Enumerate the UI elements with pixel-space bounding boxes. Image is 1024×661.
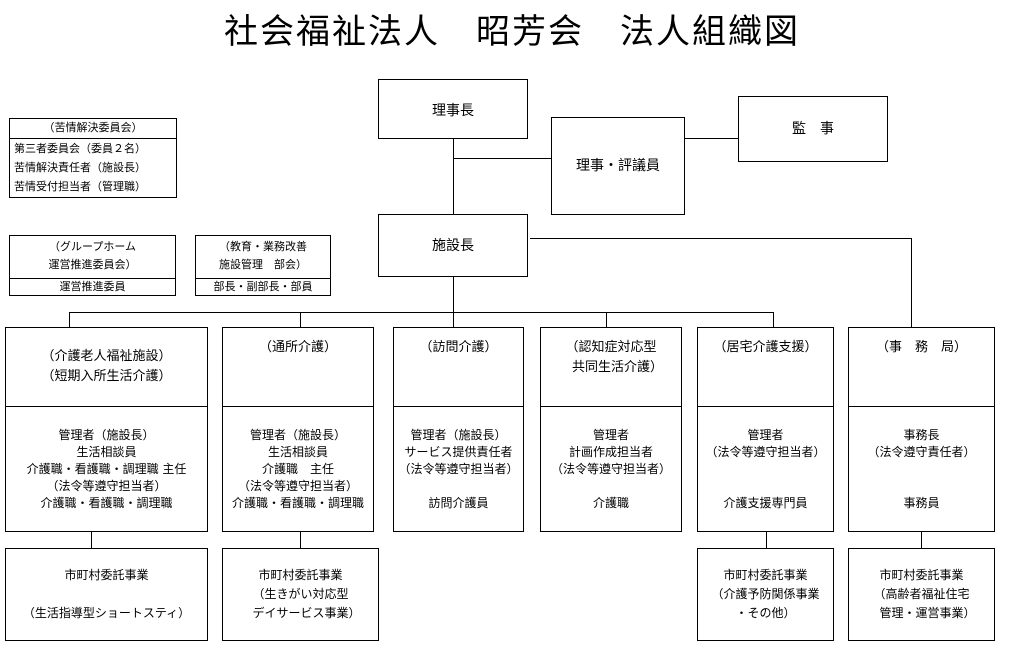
connector-drop-2 [300,312,301,328]
division-title: （居宅介護支援） [713,340,818,355]
complaints-committee-item: 苦情解決責任者（施設長） [14,161,146,174]
division-box-care-support: （居宅介護支援） 管理者 （法令等遵守担当者） 介護支援専門員 [697,327,834,532]
connector-commission-6 [921,531,922,548]
page-title: 社会福祉法人 昭芳会 法人組織図 [224,12,800,52]
division-title: （事 務 局） [875,340,967,355]
division-box-nursing-home: （介護老人福祉施設） （短期入所生活介護） 管理者（施設長） 生活相談員 介護職… [5,327,208,532]
division-box-dementia-care: （認知症対応型 共同生活介護） 管理者 計画作成担当者 （法令等遵守担当者） 介… [540,327,682,532]
division-staff: 管理者 計画作成担当者 （法令等遵守担当者） 介護職 [550,427,671,510]
connector-drop-4 [606,312,607,328]
commission-label: 市町村委託事業 （生活指導型ショートスティ） [22,568,191,620]
commission-box-care-support: 市町村委託事業 （介護予防関係事業 ・その他） [697,548,834,641]
grouphome-committee-box: （グループホーム 運営推進委員会） 運営推進委員 [9,235,176,296]
facility-director-box: 施設長 [378,214,528,277]
division-title: （介護老人福祉施設） （短期入所生活介護） [41,349,172,384]
directors-label: 理事・評議員 [576,158,660,174]
division-title: （通所介護） [258,340,337,355]
connector-commission-5 [766,531,767,548]
connector-commission-2 [300,531,301,548]
commission-label: 市町村委託事業 （介護予防関係事業 ・その他） [711,568,820,620]
complaints-committee-item: 第三者委員会（委員２名） [14,142,146,155]
connector-drop-3 [453,312,454,328]
division-staff: 事務長 （法令遵守責任者） 事務員 [867,427,976,510]
auditor-box: 監 事 [738,96,888,162]
connector-commission-1 [91,531,92,548]
division-staff: 管理者（施設長） サービス提供責任者 （法令等遵守担当者） 訪問介護員 [398,427,519,510]
connector-to-secretariat [530,238,911,239]
chairman-box: 理事長 [378,79,528,139]
division-staff: 管理者（施設長） 生活相談員 介護職・看護職・調理職 主任 （法令等遵守担当者）… [26,427,187,510]
connector-directors-auditor [684,138,738,139]
division-box-secretariat: （事 務 局） 事務長 （法令遵守責任者） 事務員 [848,327,995,532]
connector-to-directors [453,158,551,159]
division-staff: 管理者（施設長） 生活相談員 介護職 主任 （法令等遵守担当者） 介護職・看護職… [231,427,364,510]
chairman-label: 理事長 [432,103,474,119]
education-committee-member: 部長・副部長・部員 [213,280,313,293]
division-staff: 管理者 （法令等遵守担当者） 介護支援専門員 [705,427,826,510]
division-box-home-care: （訪問介護） 管理者（施設長） サービス提供責任者 （法令等遵守担当者） 訪問介… [393,327,524,532]
connector-chairman-facility [453,138,454,214]
commission-label: 市町村委託事業 （高齢者福祉住宅 管理・運営事業） [873,568,976,620]
commission-box-day-service: 市町村委託事業 （生きがい対応型 デイサービス事業） [222,548,379,641]
connector-facility-bus [453,276,454,312]
commission-box-secretariat: 市町村委託事業 （高齢者福祉住宅 管理・運営事業） [848,548,995,641]
connector-drop-1 [69,312,70,328]
grouphome-committee-header: （グループホーム 運営推進委員会） [48,240,137,271]
education-committee-header: （教育・業務改善 施設管理 部会） [219,240,307,271]
connector-division-bus [69,312,773,313]
commission-box-nursing-home: 市町村委託事業 （生活指導型ショートスティ） [5,548,208,641]
facility-director-label: 施設長 [432,238,474,254]
complaints-committee-header: （苦情解決委員会） [43,121,143,134]
connector-secretariat-drop [911,238,912,328]
grouphome-committee-member: 運営推進委員 [59,280,126,293]
division-box-day-service: （通所介護） 管理者（施設長） 生活相談員 介護職 主任 （法令等遵守担当者） … [222,327,374,532]
auditor-label: 監 事 [792,121,834,137]
complaints-committee-box: （苦情解決委員会） 第三者委員会（委員２名） 苦情解決責任者（施設長） 苦情受付… [9,118,177,198]
division-title: （訪問介護） [419,340,498,355]
division-title: （認知症対応型 共同生活介護） [565,340,663,375]
connector-drop-5 [773,312,774,328]
complaints-committee-item: 苦情受付担当者（管理職） [14,180,146,193]
commission-label: 市町村委託事業 （生きがい対応型 デイサービス事業） [252,568,361,620]
directors-box: 理事・評議員 [551,117,685,215]
education-committee-box: （教育・業務改善 施設管理 部会） 部長・副部長・部員 [195,235,331,296]
